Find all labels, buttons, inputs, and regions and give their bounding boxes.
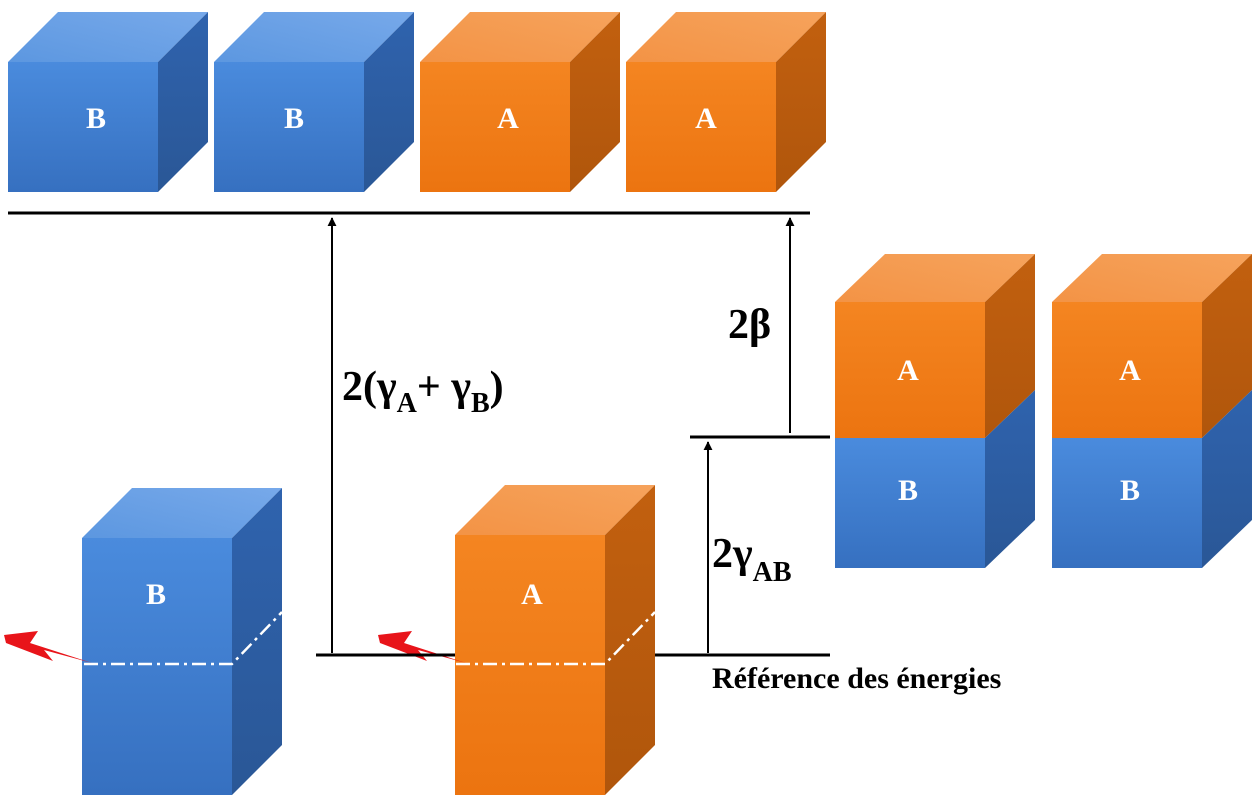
reference-energy-label: Référence des énergies [712,662,1001,695]
beta-label: 2β [728,302,771,348]
top-cube-3-label: A [497,102,519,135]
top-row-cubes: B B A A [8,12,826,192]
stack-right: A B [1052,254,1252,568]
stack-right-bottom-label: B [1120,474,1140,507]
bottom-block-a-label: A [521,578,543,611]
stack-left-top-label: A [897,354,919,387]
top-cube-4: A [626,12,826,192]
gamma-ab-label: 2γAB [712,531,792,588]
cleavage-plane-b [84,611,283,666]
crack-bolt-right-icon [378,631,466,663]
bottom-block-b: B [82,488,283,795]
top-cube-3: A [420,12,620,192]
top-cube-1: B [8,12,208,192]
bottom-block-b-label: B [146,578,166,611]
top-cube-1-label: B [86,102,106,135]
total-energy-label: 2(γA+ γB) [342,364,504,419]
bottom-block-a: A [455,485,656,795]
top-cube-2-label: B [284,102,304,135]
top-cube-2: B [214,12,414,192]
cleavage-plane-a [456,611,656,666]
stack-left-bottom-label: B [898,474,918,507]
stack-right-top-label: A [1119,354,1141,387]
stack-left: A B [835,254,1035,568]
crack-bolt-left-icon [4,631,92,663]
top-cube-4-label: A [695,102,717,135]
